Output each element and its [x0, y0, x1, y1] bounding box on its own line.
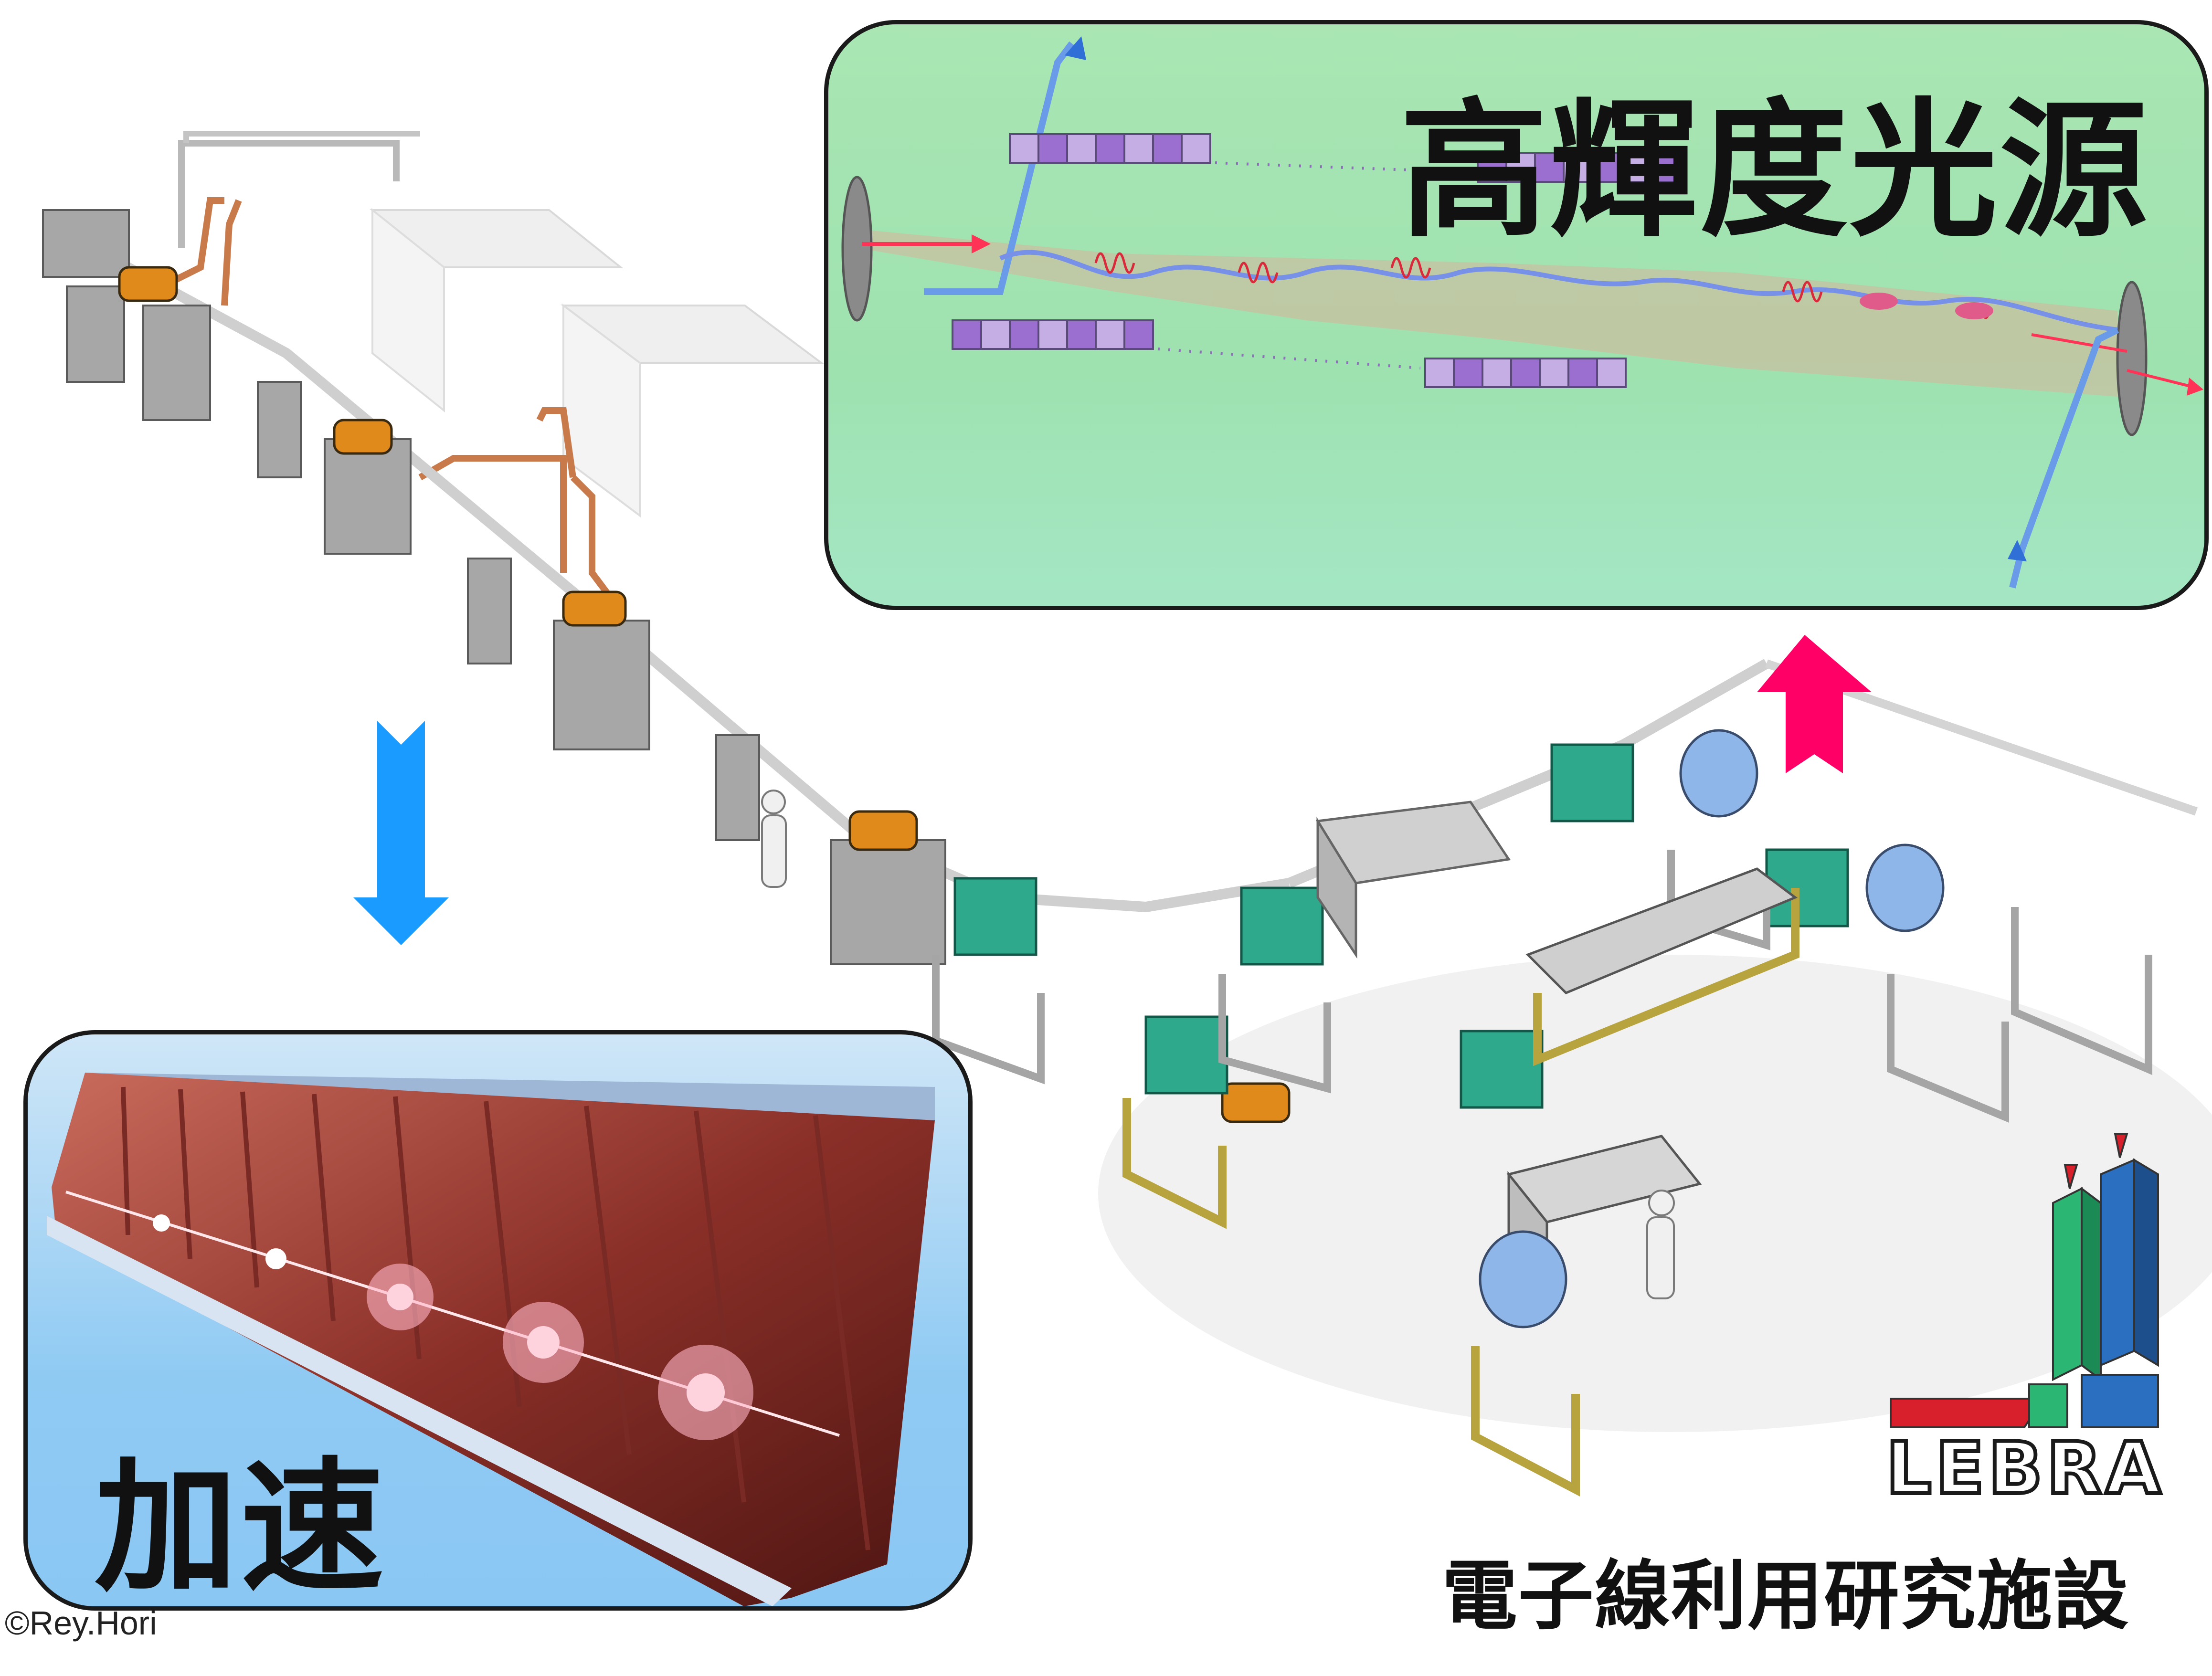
up-arrow — [1757, 635, 1872, 773]
accelerating-cavity-diagram — [47, 1073, 935, 1606]
facility-name: 電子線利用研究施設 — [1442, 1552, 2129, 1640]
acceleration-title: 加速 — [95, 1444, 387, 1611]
copyright-credit: ©Rey.Hori — [5, 1604, 157, 1642]
lebra-logo — [1890, 1133, 2159, 1428]
acceleration-panel: 加速 — [23, 1030, 973, 1611]
lebra-logo-text: LEBRA — [1884, 1425, 2165, 1512]
light-source-panel: 高輝度光源 — [824, 20, 2209, 610]
down-arrow — [353, 721, 449, 945]
light-source-title: 高輝度光源 — [1400, 85, 2149, 257]
free-electron-laser-diagram — [841, 36, 2203, 589]
